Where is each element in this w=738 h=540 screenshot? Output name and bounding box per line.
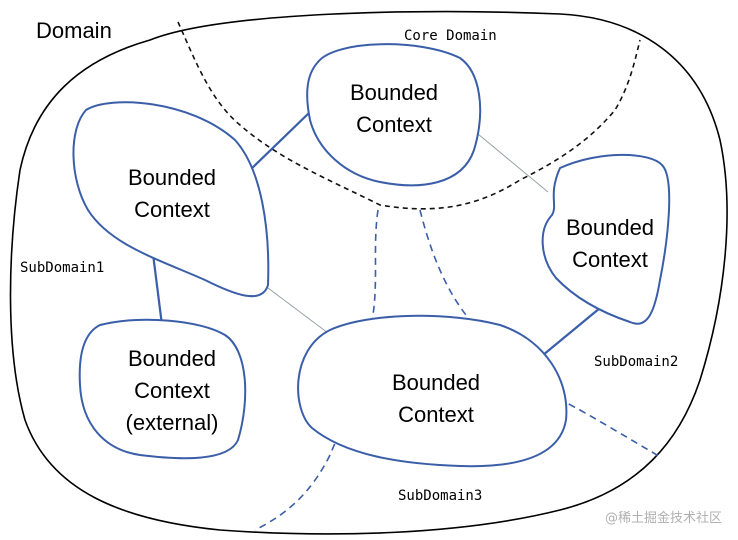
link-sub1-sub3-thin (267, 287, 333, 337)
link-sub1-external (150, 245, 164, 326)
subdomain3-context-line1: Bounded (392, 370, 480, 395)
core-context: Bounded Context (350, 80, 438, 137)
watermark: @稀土掘金技术社区 (605, 510, 722, 526)
subdomain1-context-line1: Bounded (128, 165, 216, 190)
domain-boundary (9, 10, 728, 535)
domain-label: Domain (36, 18, 112, 43)
subdomain3-context-shape (297, 314, 568, 468)
subdomain2-context: Bounded Context (566, 215, 654, 272)
subdomain1-label: SubDomain1 (20, 260, 104, 276)
subdomain3-context-line2: Context (398, 402, 474, 427)
link-sub3-sub2 (536, 307, 601, 361)
subdomain2-context-shape (541, 153, 671, 325)
subdomain1-context: Bounded Context (128, 165, 216, 222)
link-core-sub2-thin (477, 133, 549, 193)
external-context-shape (78, 318, 247, 460)
external-context-line1: Bounded (128, 346, 216, 371)
subdomain2-context-line2: Context (572, 247, 648, 272)
external-context: Bounded Context (external) (126, 346, 219, 435)
core-context-line1: Bounded (350, 80, 438, 105)
subdomain2-label: SubDomain2 (594, 354, 678, 370)
core-domain-label: Core Domain (404, 28, 497, 44)
core-context-line2: Context (356, 112, 432, 137)
link-sub1-core (247, 111, 311, 173)
subdomain1-context-line2: Context (134, 197, 210, 222)
subdomain3-label: SubDomain3 (398, 488, 482, 504)
core-domain-boundary (177, 21, 641, 210)
external-context-line2: Context (134, 378, 210, 403)
subdomain1-context-shape (72, 101, 270, 298)
external-context-line3: (external) (126, 410, 219, 435)
core-context-shape (306, 43, 482, 187)
subdomain2-context-line1: Bounded (566, 215, 654, 240)
subdomain3-context: Bounded Context (392, 370, 480, 427)
